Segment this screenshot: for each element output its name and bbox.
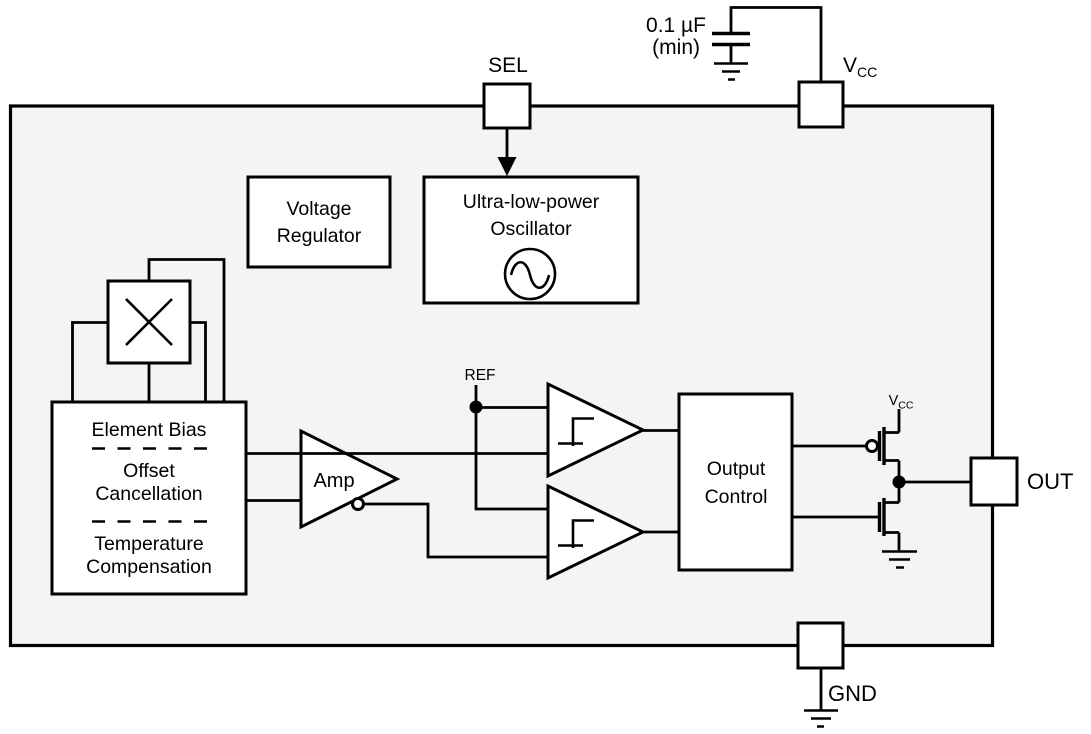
- sel-arrow: [497, 128, 517, 176]
- gate-drive-wires: [792, 444, 879, 519]
- bypass-capacitor-icon: [712, 31, 750, 63]
- schmitt-comparator-lower: [546, 483, 647, 581]
- amp-label: Amp: [313, 470, 354, 492]
- capacitor-value-label: 0.1 µF: [646, 14, 706, 37]
- amp-inverting-bubble-icon: [351, 497, 365, 511]
- chopper-wires: [71, 258, 226, 402]
- pmos-gate-bubble-icon: [865, 439, 879, 453]
- capacitor-ground-icon: [714, 62, 748, 81]
- hysteresis-icon-lower: [558, 519, 594, 548]
- output-control-label-1: Output: [707, 458, 766, 480]
- capacitor-note-label: (min): [652, 36, 700, 59]
- sel-pin: [482, 82, 532, 130]
- temperature-label: Temperature: [94, 533, 203, 555]
- offset-label: Offset: [123, 460, 175, 482]
- cancellation-label: Cancellation: [95, 483, 202, 505]
- nmos-transistor: [877, 482, 901, 551]
- voltage-regulator-label-2: Regulator: [277, 225, 362, 247]
- signal-conditioning-block: [50, 400, 248, 596]
- oscillator-label-2: Oscillator: [490, 218, 572, 240]
- vcc-bypass-wire: [729, 6, 823, 83]
- internal-vcc-label: VCC: [889, 393, 914, 412]
- vcc-pin: [797, 80, 845, 129]
- amp-triangle: [299, 428, 401, 530]
- pmos-transistor: [865, 409, 901, 482]
- hysteresis-icon-upper: [558, 417, 594, 446]
- ref-label: REF: [465, 367, 496, 384]
- out-pin-label: OUT: [1027, 469, 1073, 494]
- sel-pin-label: SEL: [488, 54, 528, 77]
- ref-wires: [474, 385, 548, 511]
- sine-oscillator-icon: [503, 247, 557, 301]
- comparator-output-wires: [643, 429, 679, 534]
- oscillator-label-1: Ultra-low-power: [463, 191, 600, 213]
- ref-junction-dot: [469, 400, 483, 414]
- output-control-label-2: Control: [705, 486, 768, 508]
- output-control-block: [677, 392, 794, 572]
- compensation-label: Compensation: [86, 556, 212, 578]
- out-pin: [969, 456, 1019, 507]
- voltage-regulator-block: [246, 175, 392, 269]
- voltage-regulator-label-1: Voltage: [286, 198, 351, 220]
- multiply-x-icon: [125, 298, 173, 346]
- gnd-pin-label: GND: [828, 681, 877, 706]
- element-bias-label: Element Bias: [92, 419, 207, 441]
- nmos-ground-icon: [882, 550, 917, 569]
- schmitt-comparator-upper: [546, 381, 647, 479]
- amp-inverted-output-wire: [363, 502, 548, 559]
- vcc-pin-label: VCC: [843, 54, 877, 80]
- gnd-pin: [796, 621, 845, 670]
- gnd-ground-icon: [804, 709, 838, 728]
